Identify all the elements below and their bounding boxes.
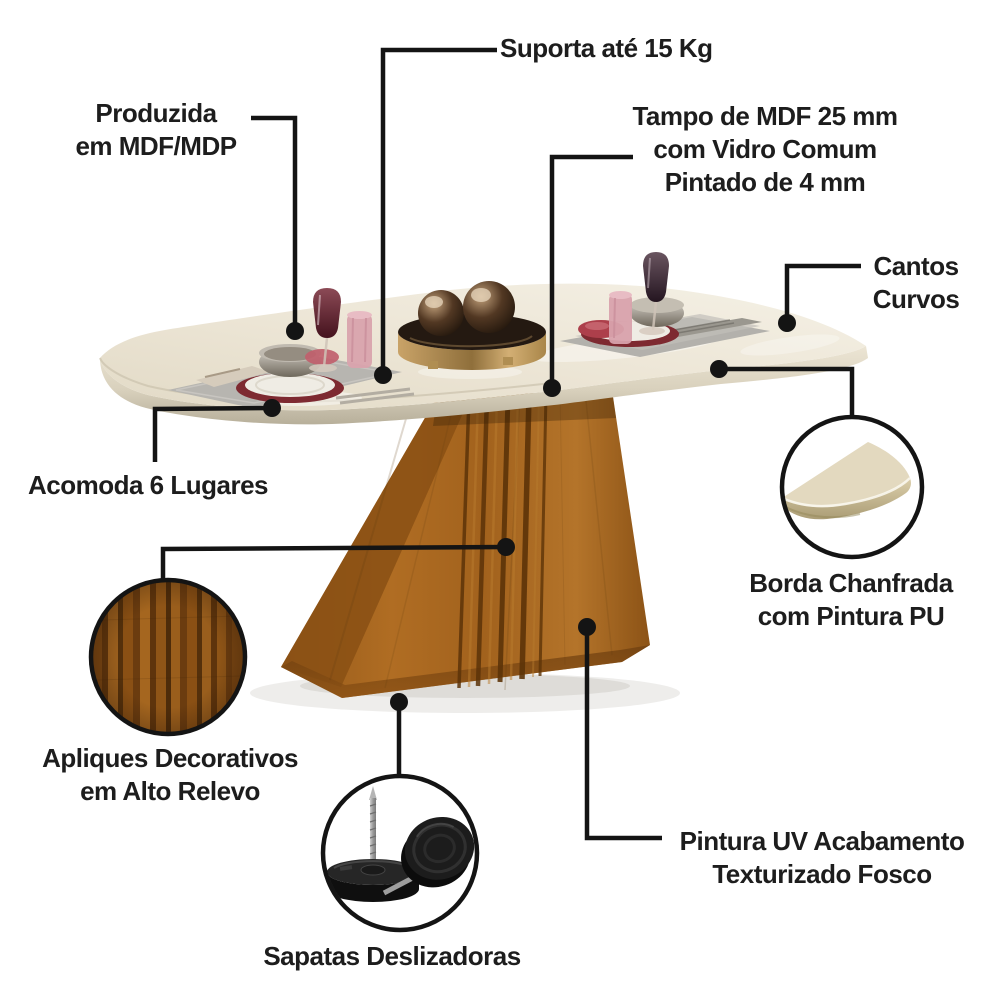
callout-edge-label: Borda Chanfrada com Pintura PU xyxy=(701,567,1000,633)
label-line: em Alto Relevo xyxy=(80,776,260,806)
gold-tray xyxy=(398,281,546,370)
label-line: Curvos xyxy=(872,284,960,314)
decor-sphere xyxy=(418,290,464,336)
callout-tabletop-label: Tampo de MDF 25 mm com Vidro Comum Pinta… xyxy=(600,100,930,199)
callout-line-tabletop xyxy=(549,154,633,388)
wood-grain xyxy=(329,390,613,691)
callout-corners-label: Cantos Curvos xyxy=(836,250,996,316)
pedestal xyxy=(281,390,650,698)
callout-supports-label: Suporta até 15 Kg xyxy=(500,33,713,63)
label-line: com Vidro Comum xyxy=(653,134,877,164)
callout-dot-material xyxy=(286,322,304,340)
magnifier-edge-detail xyxy=(779,414,925,560)
callout-dot-paint xyxy=(578,618,596,636)
pink-glass xyxy=(347,311,372,368)
callout-dot-seats xyxy=(263,399,281,417)
label-line: Borda Chanfrada xyxy=(749,568,953,598)
callout-dots xyxy=(263,314,796,711)
label-line: Produzida xyxy=(95,98,217,128)
pedestal-bottom-bevel xyxy=(281,645,650,698)
napkin xyxy=(196,366,270,387)
label-line: Tampo de MDF 25 mm xyxy=(632,101,898,131)
wine-glass xyxy=(639,252,669,335)
label-line: Cantos xyxy=(873,251,959,281)
callout-dot-tabletop xyxy=(543,379,561,397)
napkin-sprig xyxy=(204,368,241,378)
nail-glide-tilted xyxy=(401,816,475,888)
callout-dot-glides xyxy=(390,693,408,711)
callout-appliques-label: Apliques Decorativos em Alto Relevo xyxy=(10,742,330,808)
callout-line-material xyxy=(251,115,298,331)
callout-dot-appliques xyxy=(497,538,515,556)
label-line: Pintado de 4 mm xyxy=(664,167,866,197)
callout-line-paint xyxy=(584,627,662,841)
surface-highlight xyxy=(740,334,840,356)
callout-material-label: Produzida em MDF/MDP xyxy=(26,97,286,163)
callout-line-corners xyxy=(784,263,861,323)
magnifier-wood-detail xyxy=(88,577,248,737)
callout-paint-label: Pintura UV Acabamento Texturizado Fosco xyxy=(662,825,982,891)
callout-seats-label: Acomoda 6 Lugares xyxy=(28,470,269,500)
callout-dot-edge xyxy=(710,360,728,378)
table-edge-band xyxy=(100,346,868,425)
decor-sphere xyxy=(463,281,515,333)
callout-dot-corners xyxy=(778,314,796,332)
pink-dish xyxy=(305,349,339,365)
callout-line-supports xyxy=(380,47,497,375)
place-setting-left xyxy=(168,288,415,408)
metal-bowl-rim xyxy=(630,297,684,313)
callout-lines xyxy=(152,47,861,841)
label-line: Apliques Decorativos xyxy=(42,743,298,773)
callout-dot-supports xyxy=(374,366,392,384)
pedestal-left-facet xyxy=(281,395,471,687)
pink-glass xyxy=(609,291,632,344)
cutlery xyxy=(335,387,415,405)
callout-line-edge xyxy=(719,366,855,419)
label-line: em MDF/MDP xyxy=(75,131,237,161)
magnifier-glides-detail xyxy=(320,773,480,933)
label-line: Pintura UV Acabamento xyxy=(679,826,965,856)
place-setting-right xyxy=(560,252,770,357)
callout-glides-label: Sapatas Deslizadoras xyxy=(263,941,521,971)
label-line: Texturizado Fosco xyxy=(712,859,932,889)
label-line: com Pintura PU xyxy=(757,601,945,631)
callout-line-seats xyxy=(152,405,273,462)
nail-glide-upright xyxy=(327,786,419,902)
callout-line-appliques xyxy=(160,544,507,582)
wine-glass xyxy=(309,288,341,372)
